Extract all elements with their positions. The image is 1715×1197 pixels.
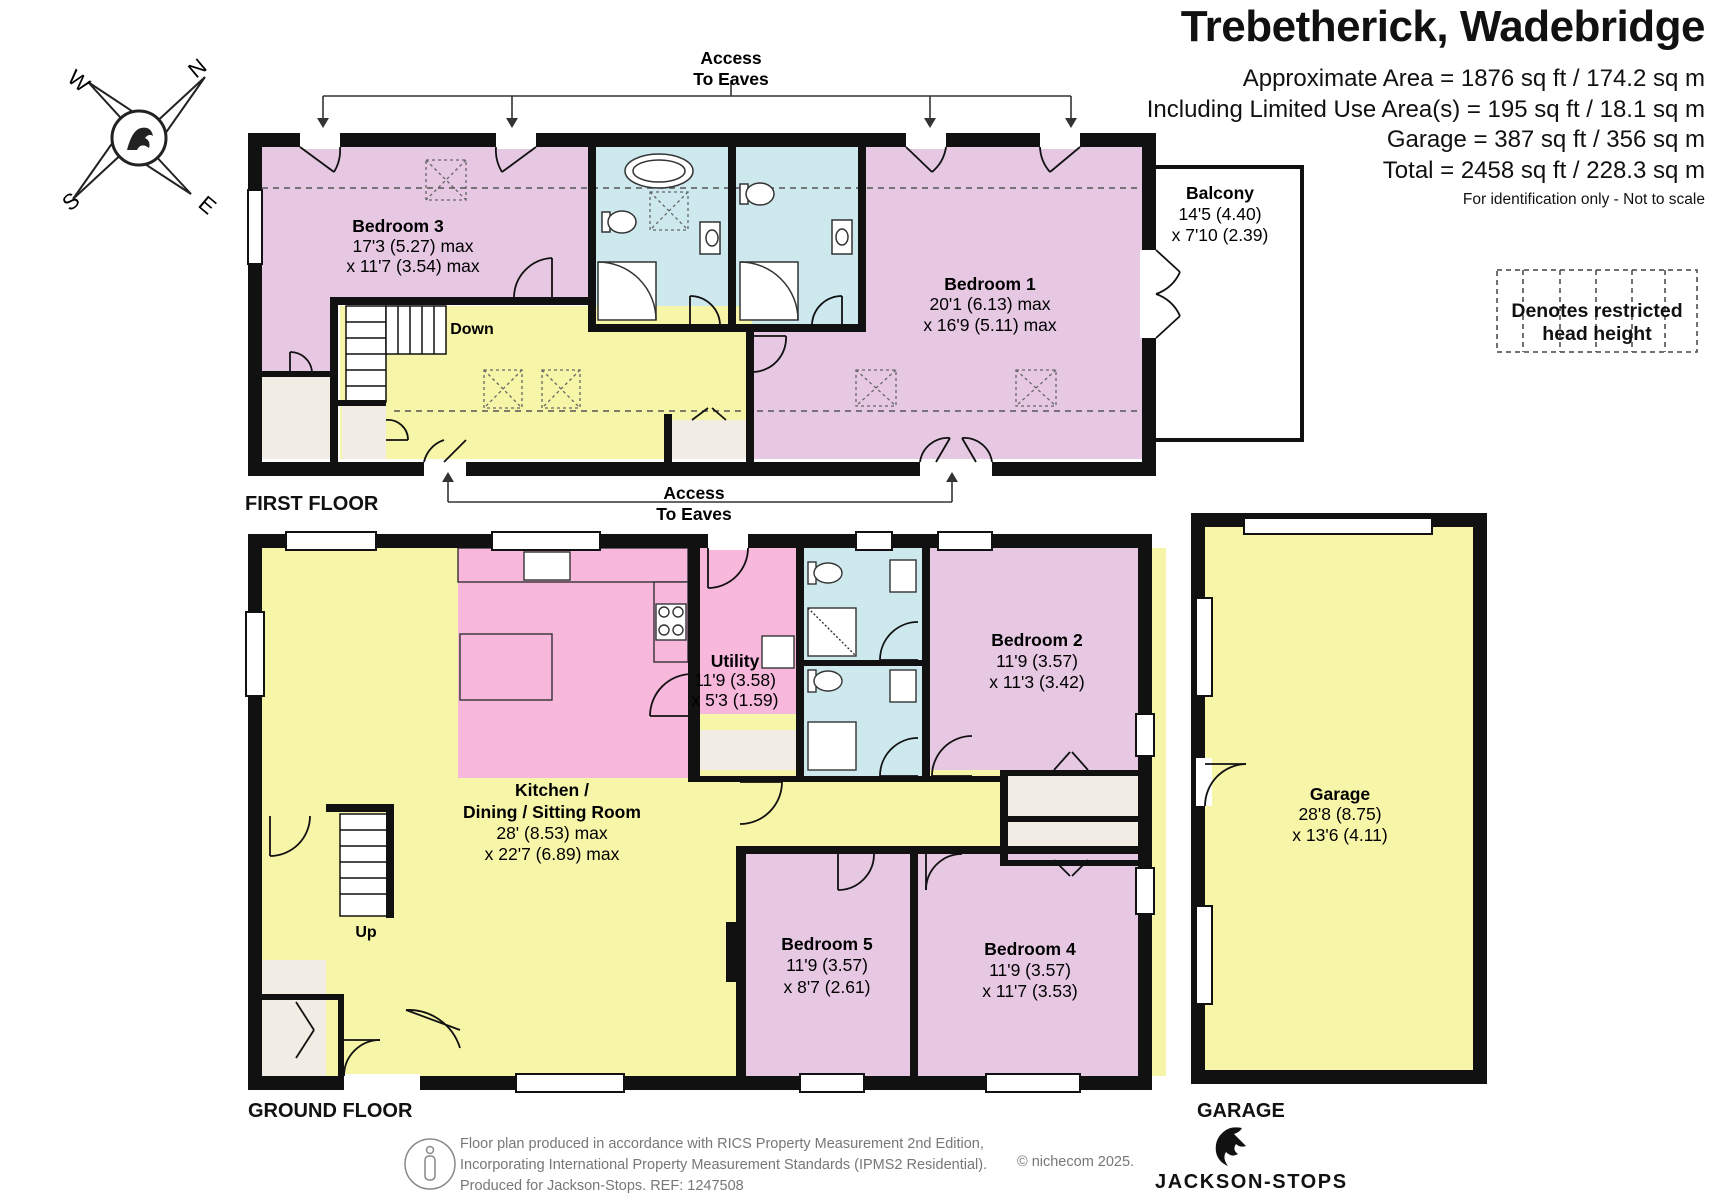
ground-floor-plan: Kitchen / Dining / Sitting Room 28' (8.5… bbox=[245, 531, 1166, 1093]
first-floor-plan: Access To Eaves Access To Eaves Bedroom … bbox=[247, 48, 1304, 524]
bedroom2-dim1: 11'9 (3.57) bbox=[996, 651, 1078, 671]
area-line-garage: Garage = 387 sq ft / 356 sq m bbox=[1386, 126, 1705, 153]
footer-notes: Floor plan produced in accordance with R… bbox=[460, 1134, 987, 1197]
bedroom5-label: Bedroom 5 bbox=[781, 934, 873, 954]
page-title: Trebetherick, Wadebridge bbox=[1180, 2, 1706, 51]
bedroom1-dim2: x 16'9 (5.11) max bbox=[923, 315, 1057, 335]
footer-line-1: Floor plan produced in accordance with R… bbox=[460, 1136, 984, 1152]
bedroom4-room bbox=[918, 854, 1138, 1076]
garage-dim2: x 13'6 (4.11) bbox=[1292, 825, 1387, 845]
bedroom2-label: Bedroom 2 bbox=[991, 630, 1083, 650]
kitchen-dim2: x 22'7 (6.89) max bbox=[485, 844, 620, 864]
kitchen-label-2: Dining / Sitting Room bbox=[463, 802, 641, 822]
footer-line-2: Incorporating International Property Mea… bbox=[460, 1157, 988, 1173]
bedroom4-label: Bedroom 4 bbox=[984, 939, 1076, 959]
bedroom1-dim1: 20'1 (6.13) max bbox=[929, 294, 1050, 314]
compass-n: N bbox=[183, 53, 211, 82]
garage-label: GARAGE bbox=[1197, 1100, 1285, 1122]
balcony-dim1: 14'5 (4.40) bbox=[1178, 204, 1261, 224]
access-eaves-bottom-1: Access bbox=[663, 483, 725, 503]
bedroom1-room bbox=[864, 147, 1142, 459]
jackson-stops-logo-icon bbox=[1215, 1127, 1246, 1166]
brand-name: JACKSON-STOPS bbox=[1155, 1171, 1348, 1193]
copyright: © nichecom 2025. bbox=[1017, 1154, 1135, 1170]
bedroom4-dim2: x 11'7 (3.53) bbox=[982, 981, 1077, 1001]
compass-rose: N E S W bbox=[57, 53, 221, 219]
access-eaves-top-2: To Eaves bbox=[693, 69, 769, 89]
garage-plan: Garage 28'8 (8.75) x 13'6 (4.11) bbox=[1191, 513, 1487, 1084]
garage-room-label: Garage bbox=[1310, 784, 1371, 804]
kitchen-label-1: Kitchen / bbox=[515, 780, 589, 800]
cupboard bbox=[262, 377, 330, 459]
bedroom2-dim2: x 11'3 (3.42) bbox=[989, 672, 1084, 692]
legend-dashed-box bbox=[1496, 269, 1698, 353]
bedroom5-dim1: 11'9 (3.57) bbox=[786, 955, 868, 975]
bedroom3-dim2: x 11'7 (3.54) max bbox=[346, 256, 480, 276]
bedroom5-room bbox=[746, 854, 910, 1076]
compass-w: W bbox=[63, 65, 95, 98]
bedroom3-room bbox=[262, 147, 588, 297]
stairs-up-label: Up bbox=[355, 924, 377, 941]
utility-room bbox=[700, 548, 796, 714]
ground-floor-label: GROUND FLOOR bbox=[248, 1100, 413, 1122]
area-line-limited-use: Including Limited Use Area(s) = 195 sq f… bbox=[1146, 95, 1705, 123]
bedroom2-room bbox=[928, 548, 1138, 770]
first-floor-label: FIRST FLOOR bbox=[245, 493, 379, 515]
balcony-dim2: x 7'10 (2.39) bbox=[1172, 225, 1269, 245]
compass-e: E bbox=[194, 191, 221, 220]
utility-dim1: 11'9 (3.58) bbox=[694, 670, 776, 690]
bedroom3-dim1: 17'3 (5.27) max bbox=[352, 236, 473, 256]
area-summary: Approximate Area = 1876 sq ft / 174.2 sq… bbox=[1147, 64, 1705, 186]
bedroom4-dim1: 11'9 (3.57) bbox=[989, 960, 1071, 980]
garage-dim1: 28'8 (8.75) bbox=[1298, 804, 1381, 824]
bedroom5-dim2: x 8'7 (2.61) bbox=[784, 977, 871, 997]
area-line-approximate: Approximate Area = 1876 sq ft / 174.2 sq… bbox=[1242, 65, 1705, 92]
footer-line-3: Produced for Jackson-Stops. REF: 1247508 bbox=[460, 1178, 744, 1194]
access-eaves-top-1: Access bbox=[700, 48, 762, 68]
identification-note: For identification only - Not to scale bbox=[1462, 191, 1705, 208]
utility-dim2: x 5'3 (1.59) bbox=[692, 690, 779, 710]
balcony-label: Balcony bbox=[1186, 183, 1254, 203]
access-eaves-bottom-2: To Eaves bbox=[656, 504, 732, 524]
area-line-total: Total = 2458 sq ft / 228.3 sq m bbox=[1382, 156, 1705, 184]
legend-label: Denotes restricted head height bbox=[1511, 300, 1683, 345]
person-icon bbox=[404, 1138, 456, 1190]
kitchen-dim1: 28' (8.53) max bbox=[496, 823, 608, 843]
bedroom3-label: Bedroom 3 bbox=[352, 216, 444, 236]
stairs-down-label: Down bbox=[450, 321, 494, 338]
bedroom1-label: Bedroom 1 bbox=[944, 274, 1036, 294]
utility-label: Utility bbox=[711, 651, 760, 671]
